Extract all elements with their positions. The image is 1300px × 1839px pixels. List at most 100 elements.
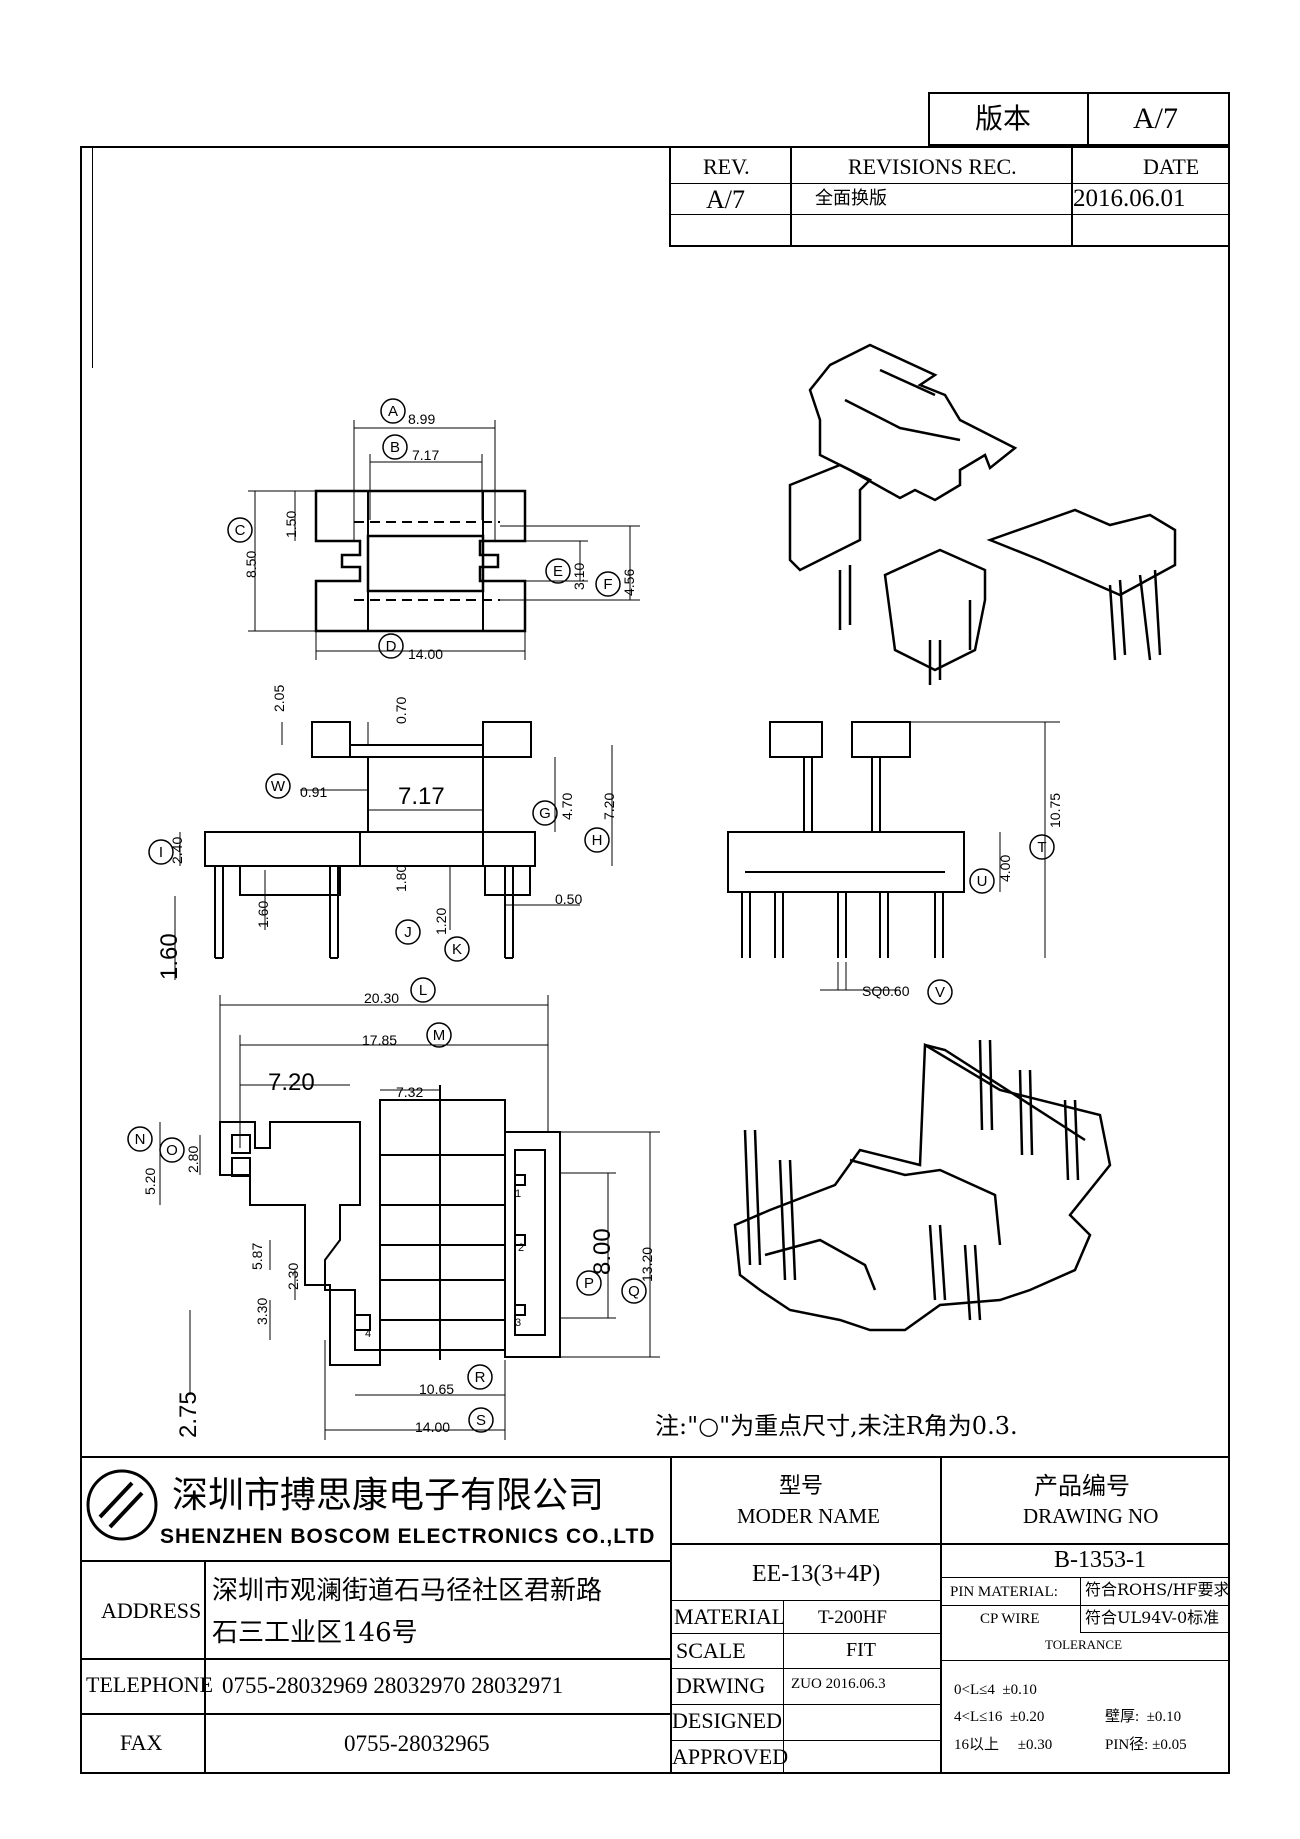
dim-letter-Q: Q <box>628 1283 640 1300</box>
drawing-frame <box>80 146 1230 1774</box>
drawing-by-value: ZUO 2016.06.3 <box>791 1676 886 1692</box>
dim-letter-V: V <box>935 984 945 1001</box>
tolerance-row2b: 壁厚: ±0.10 <box>1105 1709 1182 1725</box>
dim-front-070: 0.70 <box>393 697 409 724</box>
version-value: A/7 <box>1133 102 1178 135</box>
top-view-drawing <box>248 420 640 660</box>
rev-value: A/7 <box>706 185 745 214</box>
dim-letter-P: P <box>584 1275 594 1292</box>
dim-letter-C: C <box>235 522 246 539</box>
cp-wire-value: 符合UL94V-0标准 <box>1085 1608 1220 1627</box>
dim-Q-value: 13.20 <box>639 1247 655 1282</box>
pin-number-1: 1 <box>515 1188 521 1200</box>
dim-K-value: 1.20 <box>433 908 449 935</box>
dim-letter-G: G <box>539 805 551 822</box>
dim-U-value: 4.00 <box>997 855 1013 882</box>
scale-value: FIT <box>846 1639 876 1661</box>
dim-P-value: 8.00 <box>589 1228 616 1275</box>
dim-N-value: 5.20 <box>142 1168 158 1195</box>
fax-value: 0755-28032965 <box>344 1731 490 1756</box>
dim-bottom-230: 2.30 <box>285 1263 301 1290</box>
model-name-cn: 型号 <box>779 1474 824 1499</box>
drawing-no-cn: 产品编号 <box>1034 1472 1130 1500</box>
rev-date-value: 2016.06.01 <box>1073 185 1186 212</box>
side-view-drawing <box>727 721 1060 991</box>
dim-O-value: 2.80 <box>185 1146 201 1173</box>
dim-front-717: 7.17 <box>398 783 445 810</box>
dim-G-value: 4.70 <box>559 793 575 820</box>
cp-wire-label: CP WIRE <box>980 1611 1040 1627</box>
dim-letter-F: F <box>603 576 612 593</box>
address-line1: 深圳市观澜街道石马径社区君新路 <box>212 1576 603 1606</box>
isometric-view-bottom <box>733 1039 1112 1332</box>
dim-letter-J: J <box>404 924 412 941</box>
address-line2: 石三工业区146号 <box>212 1618 418 1648</box>
dim-letter-T: T <box>1037 839 1046 856</box>
dim-letter-D: D <box>386 638 397 655</box>
telephone-label: TELEPHONE <box>86 1672 214 1697</box>
pin-number-2: 2 <box>518 1242 524 1254</box>
company-logo <box>86 1469 158 1541</box>
model-name-en: MODER NAME <box>737 1504 880 1528</box>
revisions-rec-header: REVISIONS REC. <box>848 154 1017 179</box>
model-value: EE-13(3+4P) <box>752 1561 881 1587</box>
tolerance-row2a: 4<L≤16 ±0.20 <box>954 1709 1045 1725</box>
dim-letter-M: M <box>433 1027 446 1044</box>
dim-V-value: SQ0.60 <box>862 983 910 999</box>
rev-rec-value: 全面换版 <box>815 188 887 209</box>
technical-drawings: 8.99 7.17 8.50 1.50 14.00 3.10 4.56 2.05… <box>127 343 1177 1440</box>
dim-bottom-275: 2.75 <box>175 1391 202 1438</box>
dim-T-value: 10.75 <box>1047 793 1063 828</box>
pin-material-value: 符合ROHS/HF要求 <box>1085 1580 1230 1599</box>
pin-material-label: PIN MATERIAL: <box>950 1584 1058 1600</box>
material-label: MATERIAL <box>674 1604 786 1629</box>
dim-letter-K: K <box>452 941 462 958</box>
tolerance-row3b: PIN径: ±0.05 <box>1105 1737 1187 1753</box>
dim-J-value: 1.80 <box>393 865 409 892</box>
front-view-drawing <box>174 721 613 980</box>
fax-label: FAX <box>120 1730 163 1755</box>
dim-front-050: 0.50 <box>555 891 582 907</box>
drawing-note: 注:"○"为重点尺寸,未注R角为0.3. <box>655 1412 1018 1440</box>
dim-C-value: 8.50 <box>243 551 259 578</box>
dim-M-value: 17.85 <box>362 1032 397 1048</box>
dim-bottom-587: 5.87 <box>249 1243 265 1270</box>
dim-letter-O: O <box>166 1142 178 1159</box>
date-header: DATE <box>1143 154 1200 179</box>
telephone-value: 0755-28032969 28032970 28032971 <box>222 1673 564 1698</box>
dim-B-value: 7.17 <box>412 447 439 463</box>
address-label: ADDRESS <box>101 1598 202 1623</box>
dim-c-inner-value: 1.50 <box>283 511 299 538</box>
tolerance-label: TOLERANCE <box>1045 1637 1123 1652</box>
drawing-no-value: B-1353-1 <box>1054 1547 1146 1573</box>
dim-front-160b: 1.60 <box>156 933 183 980</box>
dim-letter-L: L <box>419 982 427 999</box>
dim-letter-R: R <box>475 1369 486 1386</box>
dimension-marker-circles <box>127 398 1055 1433</box>
dim-letter-W: W <box>271 778 286 795</box>
material-value: T-200HF <box>818 1607 887 1628</box>
dim-front-160a: 1.60 <box>255 901 271 928</box>
isometric-view-top <box>788 343 1177 685</box>
dim-bottom-330: 3.30 <box>254 1298 270 1325</box>
dim-L-value: 20.30 <box>364 990 399 1006</box>
drawing-no-en: DRAWING NO <box>1023 1504 1159 1528</box>
dim-S-value: 14.00 <box>415 1419 450 1435</box>
dim-front-205: 2.05 <box>271 685 287 712</box>
pin-number-3: 3 <box>515 1317 521 1329</box>
version-label: 版本 <box>975 104 1032 135</box>
dim-bottom-720: 7.20 <box>268 1069 315 1096</box>
version-box <box>928 92 1230 146</box>
dim-H-value: 7.20 <box>601 793 617 820</box>
dim-letter-N: N <box>135 1131 146 1148</box>
pin-number-4: 4 <box>365 1328 371 1340</box>
scale-label: SCALE <box>676 1638 746 1663</box>
dim-letter-U: U <box>977 873 988 890</box>
dim-F-value: 4.56 <box>621 569 637 596</box>
dim-bottom-732: 7.32 <box>396 1084 423 1100</box>
dim-I-value: 2.40 <box>169 837 185 864</box>
dim-letter-S: S <box>476 1412 486 1429</box>
company-name-en: SHENZHEN BOSCOM ELECTRONICS CO.,LTD <box>160 1525 656 1548</box>
dim-letter-E: E <box>553 563 563 580</box>
designed-label: DESIGNED <box>672 1708 782 1733</box>
